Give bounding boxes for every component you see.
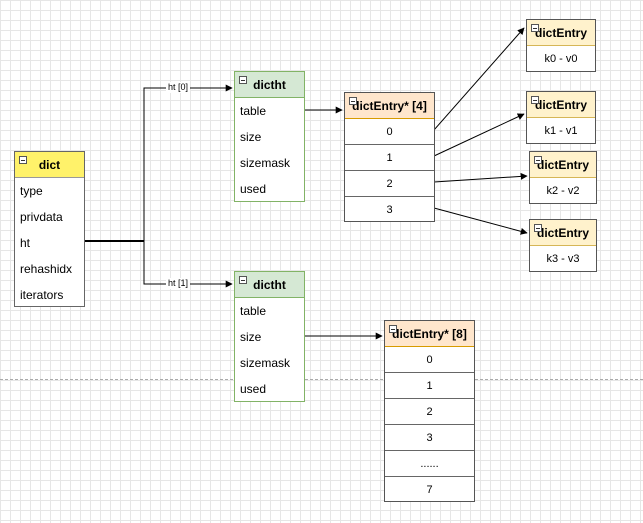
- collapse-icon[interactable]: [349, 97, 357, 105]
- dict-field-ht: ht: [20, 236, 31, 250]
- dictht-0-field-size: size: [240, 130, 262, 144]
- dictht-0-header: dictht: [235, 72, 304, 98]
- dictentry-2[interactable]: dictEntry k2 - v2: [529, 151, 597, 204]
- dictht-0[interactable]: dictht table size sizemask used: [234, 71, 305, 202]
- dictentry-0-value: k0 - v0: [544, 53, 578, 65]
- link-bucket2-entry2: [433, 172, 528, 183]
- link-bucket0-entry0: [433, 27, 525, 131]
- dictht-1-title: dictht: [253, 278, 286, 292]
- link-ht0: [143, 84, 233, 241]
- collapse-icon[interactable]: [531, 96, 539, 104]
- dictentry-2-value: k2 - v2: [546, 185, 580, 197]
- dictentry-array-4[interactable]: dictEntry* [4] 0 1 2 3: [344, 92, 435, 222]
- dictht-1-field-sizemask: sizemask: [240, 356, 291, 370]
- dictentry-array-8[interactable]: dictEntry* [8] 0 1 2 3 ...... 7: [384, 320, 475, 502]
- dashed-divider: [0, 379, 643, 380]
- dict-struct[interactable]: dict type privdata ht rehashidx iterator…: [14, 151, 85, 307]
- array-4-bucket-1: 1: [345, 145, 434, 171]
- collapse-icon[interactable]: [19, 156, 27, 164]
- dictht-1-header: dictht: [235, 272, 304, 298]
- dictentry-3-title: dictEntry: [536, 226, 589, 240]
- dictentry-3-value: k3 - v3: [546, 253, 580, 265]
- dict-field-iterators: iterators: [20, 288, 64, 302]
- dictht-0-field-used: used: [240, 182, 267, 196]
- collapse-icon[interactable]: [531, 24, 539, 32]
- array-8-bucket-ellipsis: ......: [385, 451, 474, 477]
- array-8-bucket-0: 0: [385, 347, 474, 373]
- link-bucket3-entry3: [433, 207, 528, 235]
- collapse-icon[interactable]: [534, 224, 542, 232]
- array-8-header: dictEntry* [8]: [385, 321, 474, 347]
- dictentry-0-header: dictEntry: [527, 20, 595, 46]
- dictht-1-field-size: size: [240, 330, 262, 344]
- collapse-icon[interactable]: [389, 325, 397, 333]
- array-8-bucket-7: 7: [426, 484, 433, 496]
- array-4-header: dictEntry* [4]: [345, 93, 434, 119]
- dictht-1[interactable]: dictht table size sizemask used: [234, 271, 305, 402]
- collapse-icon[interactable]: [239, 76, 247, 84]
- dict-header: dict: [15, 152, 84, 178]
- array-4-bucket-2: 2: [345, 171, 434, 197]
- dictht-0-field-table: table: [240, 104, 267, 118]
- array-8-title: dictEntry* [8]: [392, 327, 467, 341]
- ht0-label: ht [0]: [166, 82, 191, 93]
- link-bucket1-entry1: [433, 113, 525, 157]
- dict-field-type: type: [20, 184, 43, 198]
- dictentry-2-title: dictEntry: [536, 158, 589, 172]
- array-4-bucket-3: 3: [386, 204, 393, 216]
- link-ht1: [143, 241, 233, 288]
- dictht-1-field-table: table: [240, 304, 267, 318]
- array-8-bucket-1: 1: [385, 373, 474, 399]
- collapse-icon[interactable]: [239, 276, 247, 284]
- dict-field-privdata: privdata: [20, 210, 63, 224]
- dict-title: dict: [38, 158, 61, 172]
- array-4-title: dictEntry* [4]: [352, 99, 427, 113]
- dictentry-1-header: dictEntry: [527, 92, 595, 118]
- dict-field-rehashidx: rehashidx: [20, 262, 73, 276]
- dictentry-3[interactable]: dictEntry k3 - v3: [529, 219, 597, 272]
- dictht-0-title: dictht: [253, 78, 286, 92]
- array-4-bucket-0: 0: [345, 119, 434, 145]
- dictentry-0[interactable]: dictEntry k0 - v0: [526, 19, 596, 72]
- dictentry-1-value: k1 - v1: [544, 125, 578, 137]
- array-8-bucket-2: 2: [385, 399, 474, 425]
- dictht-1-field-used: used: [240, 382, 267, 396]
- collapse-icon[interactable]: [534, 156, 542, 164]
- array-8-bucket-3: 3: [385, 425, 474, 451]
- dictentry-0-title: dictEntry: [534, 26, 587, 40]
- ht1-label: ht [1]: [166, 278, 191, 289]
- dictentry-2-header: dictEntry: [530, 152, 596, 178]
- dictht-0-field-sizemask: sizemask: [240, 156, 291, 170]
- dictentry-3-header: dictEntry: [530, 220, 596, 246]
- dictentry-1-title: dictEntry: [534, 98, 587, 112]
- dictentry-1[interactable]: dictEntry k1 - v1: [526, 91, 596, 144]
